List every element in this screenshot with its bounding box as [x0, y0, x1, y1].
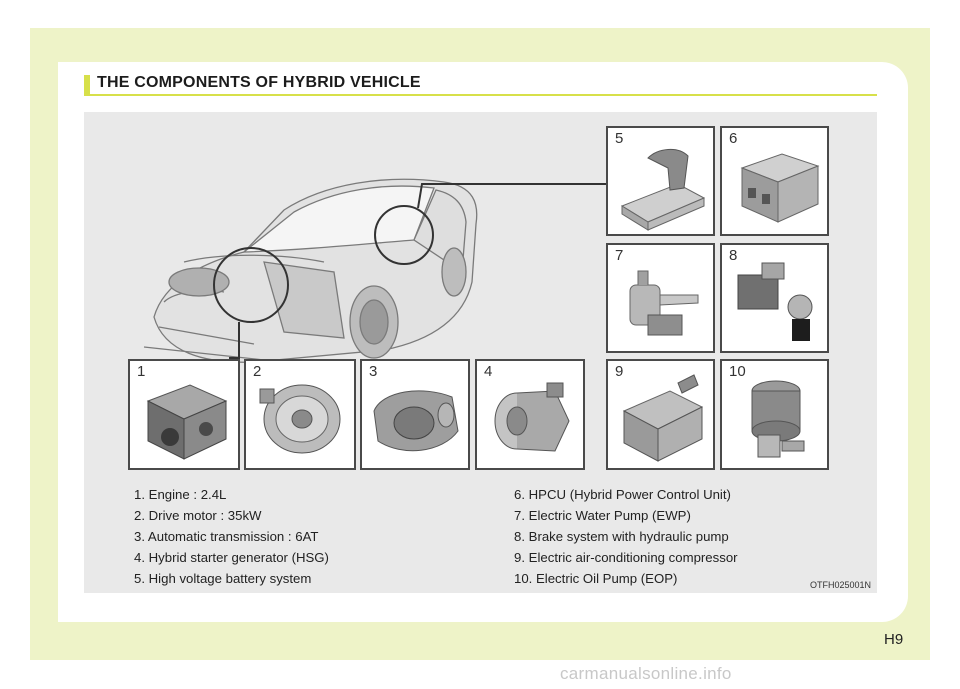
panel-number: 3 — [369, 363, 378, 380]
legend-item: 8. Brake system with hydraulic pump — [514, 529, 729, 544]
title-rule — [84, 94, 877, 96]
starter-generator-icon — [494, 382, 570, 452]
legend-item: 6. HPCU (Hybrid Power Control Unit) — [514, 487, 731, 502]
oil-pump-icon — [751, 380, 805, 458]
title-accent-bar — [84, 75, 90, 94]
panel-number: 4 — [484, 363, 493, 380]
panel-number: 1 — [137, 363, 146, 380]
legend-right: 6. HPCU (Hybrid Power Control Unit) 7. E… — [514, 484, 738, 589]
component-panel-5: 5 — [606, 126, 715, 236]
ac-compressor-icon — [622, 374, 704, 462]
panel-number: 6 — [729, 130, 738, 147]
water-pump-icon — [629, 270, 699, 336]
component-panel-3: 3 — [360, 359, 470, 470]
automatic-transmission-icon — [373, 390, 459, 452]
legend-item: 1. Engine : 2.4L — [134, 487, 227, 502]
component-panel-6: 6 — [720, 126, 829, 236]
legend-item: 5. High voltage battery system — [134, 571, 312, 586]
engine-icon — [146, 384, 228, 460]
panel-number: 2 — [253, 363, 262, 380]
legend-item: 10. Electric Oil Pump (EOP) — [514, 571, 678, 586]
brake-pump-icon — [737, 262, 813, 341]
car-illustration — [143, 178, 606, 363]
watermark: carmanualsonline.info — [560, 664, 732, 683]
page-number: H9 — [884, 631, 904, 648]
battery-system-icon — [620, 149, 706, 231]
component-panel-4: 4 — [475, 359, 585, 470]
figure-code: OTFH025001N — [809, 580, 871, 590]
component-panel-9: 9 — [606, 359, 715, 470]
legend-item: 4. Hybrid starter generator (HSG) — [134, 550, 329, 565]
panel-number: 8 — [729, 247, 738, 264]
section-title: THE COMPONENTS OF HYBRID VEHICLE — [97, 74, 421, 91]
panel-number: 7 — [615, 247, 624, 264]
component-panel-2: 2 — [244, 359, 356, 470]
legend-item: 9. Electric air-conditioning compressor — [514, 550, 738, 565]
drive-motor-icon — [259, 384, 341, 454]
component-panel-1: 1 — [128, 359, 240, 470]
components-figure: 5 6 7 8 — [84, 112, 877, 593]
panel-number: 10 — [729, 363, 746, 380]
hpcu-icon — [740, 153, 820, 223]
panel-number: 9 — [615, 363, 624, 380]
component-panel-8: 8 — [720, 243, 829, 353]
legend-item: 2. Drive motor : 35kW — [134, 508, 262, 523]
legend-item: 3. Automatic transmission : 6AT — [134, 529, 319, 544]
component-panel-10: 10 — [720, 359, 829, 470]
legend-item: 7. Electric Water Pump (EWP) — [514, 508, 691, 523]
panel-number: 5 — [615, 130, 624, 147]
legend-left: 1. Engine : 2.4L 2. Drive motor : 35kW 3… — [134, 484, 329, 589]
component-panel-7: 7 — [606, 243, 715, 353]
